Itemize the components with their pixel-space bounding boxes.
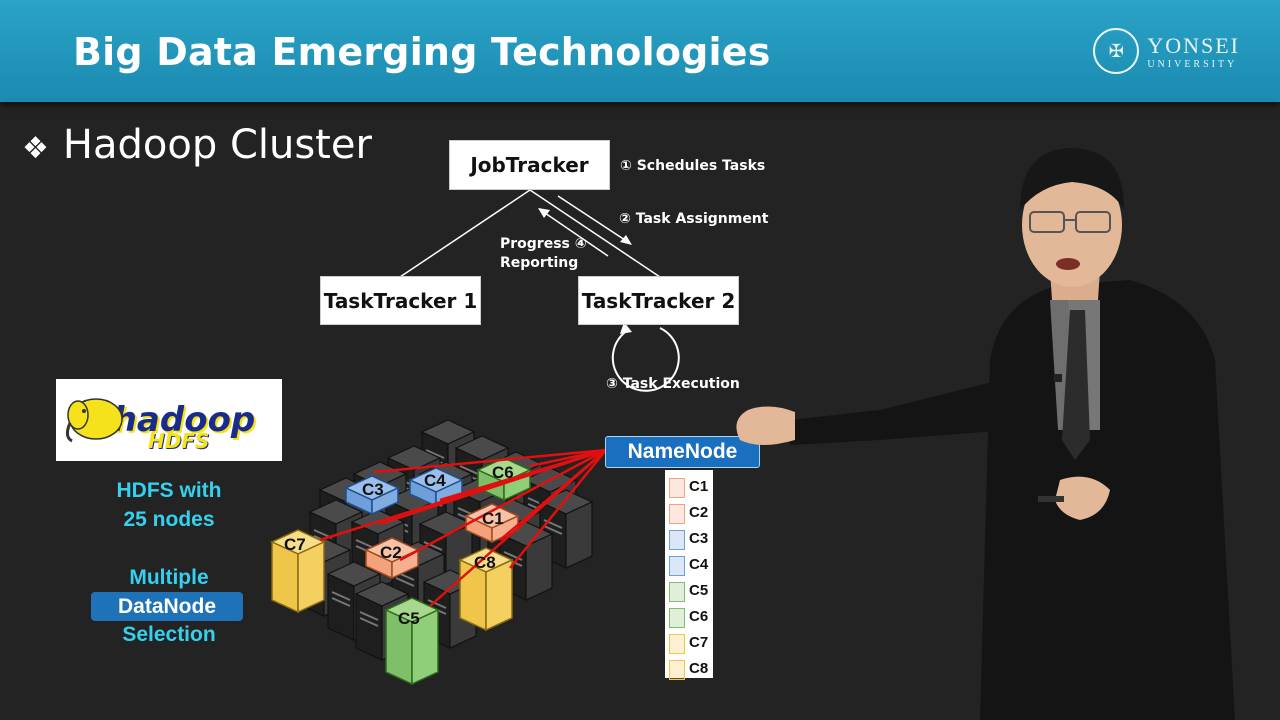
block-file-icon bbox=[669, 660, 685, 680]
block-label: C5 bbox=[689, 582, 709, 599]
tasktracker-2-box: TaskTracker 2 bbox=[579, 277, 738, 324]
block-item: C1 bbox=[669, 474, 709, 500]
elephant-icon bbox=[65, 398, 123, 443]
block-item: C2 bbox=[669, 500, 709, 526]
section-heading: ❖ Hadoop Cluster bbox=[22, 122, 372, 168]
block-label: C1 bbox=[689, 478, 709, 495]
server-c3 bbox=[344, 475, 400, 516]
hdfs-nodes-line1: HDFS with bbox=[116, 479, 222, 502]
server-label-c4: C4 bbox=[424, 471, 446, 490]
hdfs-wordmark: HDFS bbox=[148, 429, 210, 453]
step-schedules-tasks: ① Schedules Tasks bbox=[620, 158, 766, 174]
block-file-icon bbox=[669, 504, 685, 524]
block-label: C7 bbox=[689, 634, 709, 651]
hadoop-wordmark: hadoop bbox=[112, 400, 256, 440]
server-label-c8: C8 bbox=[474, 553, 496, 572]
seal-icon: ✠ bbox=[1093, 28, 1140, 74]
step-task-assignment: ② Task Assignment bbox=[619, 211, 769, 227]
block-label: C8 bbox=[689, 660, 709, 677]
server-c1 bbox=[464, 503, 520, 544]
block-item: C7 bbox=[669, 630, 709, 656]
block-file-icon bbox=[669, 556, 685, 576]
logo-sub: UNIVERSITY bbox=[1147, 58, 1238, 70]
step-progress-reporting-2: Reporting bbox=[500, 255, 579, 271]
hadoop-hdfs-logo: hadoop HDFS bbox=[56, 379, 282, 461]
selection-label: Selection bbox=[122, 623, 216, 646]
block-file-icon bbox=[669, 582, 685, 602]
jobtracker-box: JobTracker bbox=[450, 141, 609, 189]
server-c5 bbox=[384, 597, 440, 686]
diamond-bullet-icon: ❖ bbox=[22, 131, 49, 166]
block-item: C8 bbox=[669, 656, 709, 682]
step-progress-reporting-1: Progress ④ bbox=[500, 236, 587, 252]
block-item: C4 bbox=[669, 552, 709, 578]
step-task-execution: ③ Task Execution bbox=[606, 376, 740, 392]
server-c8 bbox=[458, 547, 514, 632]
server-c7 bbox=[270, 529, 326, 614]
namenode-badge: NameNode bbox=[605, 436, 760, 468]
block-file-icon bbox=[669, 608, 685, 628]
server-c4 bbox=[408, 467, 464, 508]
server-label-c2: C2 bbox=[380, 543, 402, 562]
tasktracker-1-box: TaskTracker 1 bbox=[321, 277, 480, 324]
section-title: Hadoop Cluster bbox=[62, 122, 372, 168]
block-item: C5 bbox=[669, 578, 709, 604]
block-label: C3 bbox=[689, 530, 709, 547]
block-file-icon bbox=[669, 634, 685, 654]
hdfs-nodes-line2: 25 nodes bbox=[123, 508, 215, 531]
block-file-icon bbox=[669, 530, 685, 550]
block-file-icon bbox=[669, 478, 685, 498]
datanode-badge: DataNode bbox=[91, 592, 243, 621]
block-label: C4 bbox=[689, 556, 709, 573]
slide-title: Big Data Emerging Technologies bbox=[73, 30, 771, 74]
server-label-c7: C7 bbox=[284, 535, 306, 554]
server-label-c5: C5 bbox=[398, 609, 420, 628]
logo-name: YONSEI bbox=[1147, 32, 1240, 58]
block-label: C6 bbox=[689, 608, 709, 625]
server-label-c3: C3 bbox=[362, 480, 384, 499]
block-item: C3 bbox=[669, 526, 709, 552]
namenode-links bbox=[319, 448, 607, 607]
block-item: C6 bbox=[669, 604, 709, 630]
university-logo: ✠ YONSEI UNIVERSITY bbox=[1093, 28, 1240, 74]
server-label-c1: C1 bbox=[482, 509, 504, 528]
server-label-c6: C6 bbox=[492, 463, 514, 482]
multiple-label: Multiple bbox=[129, 566, 209, 589]
title-bar: Big Data Emerging Technologies ✠ YONSEI … bbox=[0, 0, 1280, 102]
block-label: C2 bbox=[689, 504, 709, 521]
